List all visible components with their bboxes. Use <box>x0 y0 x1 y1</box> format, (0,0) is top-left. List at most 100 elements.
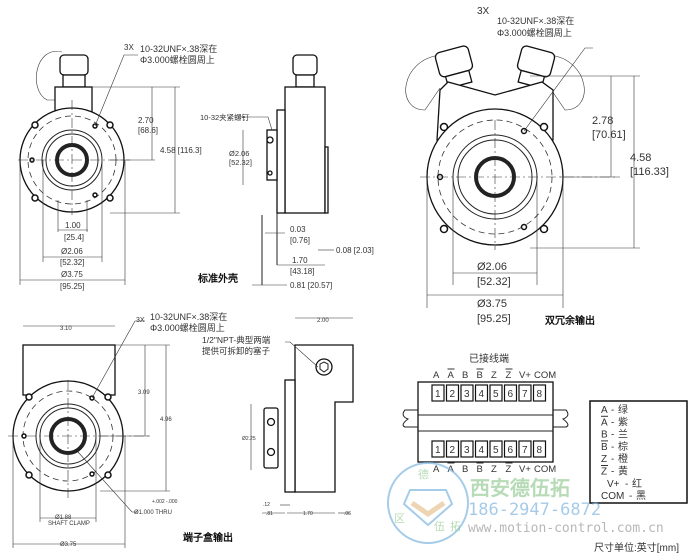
npt-line2: 提供可拆卸的塞子 <box>202 346 271 356</box>
terminal-signal-label: B <box>477 370 483 381</box>
dim-3-75: Ø3.75 <box>61 270 83 279</box>
terminal-box-front-view: 3.10 3X 10-32UNF×.38深在 Φ3.000螺栓圆周上 3.09 … <box>8 311 227 548</box>
legend-signal: B <box>601 442 608 453</box>
terminal-cell-bottom <box>518 440 532 458</box>
terminal-signal-label: A <box>433 464 440 475</box>
legend-color: 红 <box>632 477 642 490</box>
tb-hole-note-qty: 3X <box>136 317 145 324</box>
terminal-cell-top <box>474 384 489 402</box>
terminal-signal-label: Z <box>491 464 497 475</box>
dim-1-70-mm: [43.18] <box>290 267 314 276</box>
dim-0-08: 0.08 [2.03] <box>336 246 374 255</box>
terminal-number: 4 <box>479 389 485 400</box>
terminal-number: 2 <box>450 445 456 456</box>
dim-06: .06 <box>344 511 351 517</box>
logo-char-3: 拓 <box>450 519 461 533</box>
legend-row: Z-橙 <box>601 452 628 465</box>
terminal-signal-label: B <box>462 464 468 475</box>
watermark-company: 西安德伍拓 <box>470 476 570 500</box>
terminal-box-side-view: 2.00 1/2"NPT-典型两端 提供可拆卸的塞子 Ø2.25 .12 .81… <box>183 317 354 544</box>
terminal-cell-bottom <box>431 440 445 458</box>
legend-color: 兰 <box>618 428 628 441</box>
dim-1-00-mm: [25.4] <box>64 233 84 242</box>
terminal-cell-bottom <box>474 440 489 458</box>
terminal-number: 1 <box>435 389 441 400</box>
terminal-cell-bottom <box>445 440 460 458</box>
standard-side-view: 10-32夹紧螺钉 Ø2.06 [52.32] 0.03 [0.76] 0.08… <box>197 54 374 290</box>
npt-line1: 1/2"NPT-典型两端 <box>202 335 271 345</box>
terminal-cell-bottom <box>503 440 518 458</box>
terminal-signal-label: COM <box>534 464 556 475</box>
legend-dash: - <box>629 491 632 502</box>
legend-dash: - <box>611 467 614 478</box>
terminal-cell-top <box>518 384 532 402</box>
dual-hole-note-line1: 10-32UNF×.38深在 <box>497 15 574 26</box>
terminal-signal-label: A <box>448 370 455 381</box>
legend-signal: A <box>601 405 608 416</box>
legend-signal: COM <box>601 491 624 502</box>
legend-dash: - <box>611 417 614 428</box>
side-dim-2-06-mm: [52.32] <box>229 158 252 167</box>
dual-hole-note-qty: 3X <box>477 6 490 17</box>
terminal-number: 6 <box>508 389 514 400</box>
shaft-clamp-label: SHAFT CLAMP <box>48 521 90 527</box>
legend-dash: - <box>611 454 614 465</box>
dim-4-58: 4.58 <box>630 152 651 164</box>
dim-3-75-mm: [95.25] <box>60 282 84 291</box>
hole-note-line2: Φ3.000螺栓圆周上 <box>140 54 215 65</box>
watermark: 德 伍 拓 区 西安德伍拓 186-2947-6872 www.motion-c… <box>387 462 664 544</box>
legend-row: B-棕 <box>601 440 628 453</box>
terminal-cell-top <box>532 384 547 402</box>
logo-char-2: 伍 <box>434 520 445 533</box>
legend-row: A-绿 <box>601 403 628 416</box>
terminal-number: 8 <box>537 445 543 456</box>
cable-loop-left <box>405 54 441 111</box>
legend-signal: B <box>601 430 608 441</box>
dual-hole-note-line2: Φ3.000螺栓圆周上 <box>497 27 572 38</box>
dim-0-03: 0.03 <box>290 225 306 234</box>
terminal-cell-bottom <box>460 440 474 458</box>
legend-color: 棕 <box>618 440 628 453</box>
legend-color: 黑 <box>636 490 646 502</box>
dim-81: .81 <box>266 511 273 517</box>
terminal-block-title: 已接线端 <box>469 352 509 365</box>
dim-1-00: 1.00 <box>65 221 81 230</box>
hole-note-qty: 3X <box>124 43 134 52</box>
tb-hole-note-line1: 10-32UNF×.38深在 <box>150 311 227 322</box>
terminal-number: 2 <box>450 389 456 400</box>
tb-dim-3-75: Ø3.75 <box>60 542 77 548</box>
terminal-signal-label: Z <box>506 370 512 381</box>
dim-4-96: 4.96 <box>160 417 172 423</box>
housing-body <box>284 86 326 214</box>
watermark-phone: 186-2947-6872 <box>468 500 601 520</box>
shaft-clamp <box>263 407 279 469</box>
mounting-holes <box>436 122 549 234</box>
terminal-signal-label: V+ <box>519 370 531 381</box>
legend-dash: - <box>611 442 614 453</box>
terminal-number: 3 <box>464 445 470 456</box>
tb-hole-note-line2: Φ3.000螺栓圆周上 <box>150 322 225 333</box>
legend-dash: - <box>611 405 614 416</box>
clamp-screw-label: 10-32夹紧螺钉 <box>200 112 250 122</box>
dim-2-06-mm: [52.32] <box>60 258 84 267</box>
cable-loop <box>35 51 63 101</box>
terminal-cell-top <box>460 384 474 402</box>
dual-output-title: 双冗余输出 <box>545 314 595 327</box>
terminal-signal-label: Z <box>491 370 497 381</box>
watermark-website: www.motion-control.com.cn <box>468 521 664 536</box>
terminal-number: 3 <box>464 389 470 400</box>
standard-front-view: 3X 10-32UNF×.38深在 Φ3.000螺栓圆周上 2.70 [68.6… <box>18 43 217 291</box>
legend-dash: - <box>611 430 614 441</box>
dual-dim-2-06-mm: [52.32] <box>477 276 511 288</box>
dim-2-00: 2.00 <box>317 318 329 324</box>
dual-output-view: 3X 10-32UNF×.38深在 Φ3.000螺栓圆周上 2.78 [70.6… <box>405 6 669 327</box>
dim-4-58-mm: [116.33] <box>630 166 669 178</box>
dim-1-70: 1.70 <box>292 256 308 265</box>
dim-3-10: 3.10 <box>60 326 72 332</box>
terminal-number: 7 <box>522 389 528 400</box>
terminal-box-title: 端子盒输出 <box>183 531 233 544</box>
terminal-number: 4 <box>479 445 485 456</box>
dual-dim-3-75-mm: [95.25] <box>477 313 511 325</box>
connector <box>59 54 89 76</box>
